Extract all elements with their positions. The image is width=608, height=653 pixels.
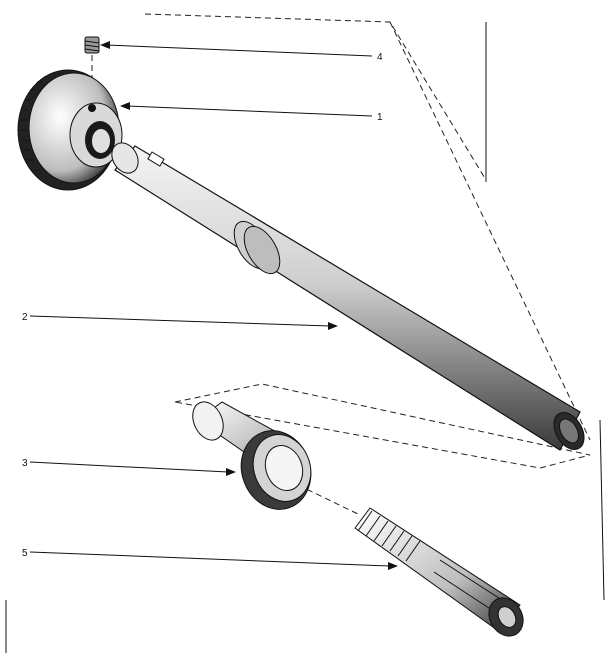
collet-nut-part-3 — [192, 401, 312, 510]
callout-5: 5 — [22, 548, 28, 559]
knurled-collar-part-1 — [17, 69, 123, 191]
callout-labels: 4 1 2 3 5 — [22, 52, 383, 559]
callout-4: 4 — [377, 52, 383, 63]
callout-2: 2 — [22, 312, 28, 323]
callout-3: 3 — [22, 458, 28, 469]
collet-part-5 — [354, 507, 524, 637]
leader-lines — [29, 41, 398, 570]
spindle-shaft-part-2 — [111, 142, 585, 451]
callout-1: 1 — [377, 112, 383, 123]
assembly-lines — [5, 13, 605, 653]
